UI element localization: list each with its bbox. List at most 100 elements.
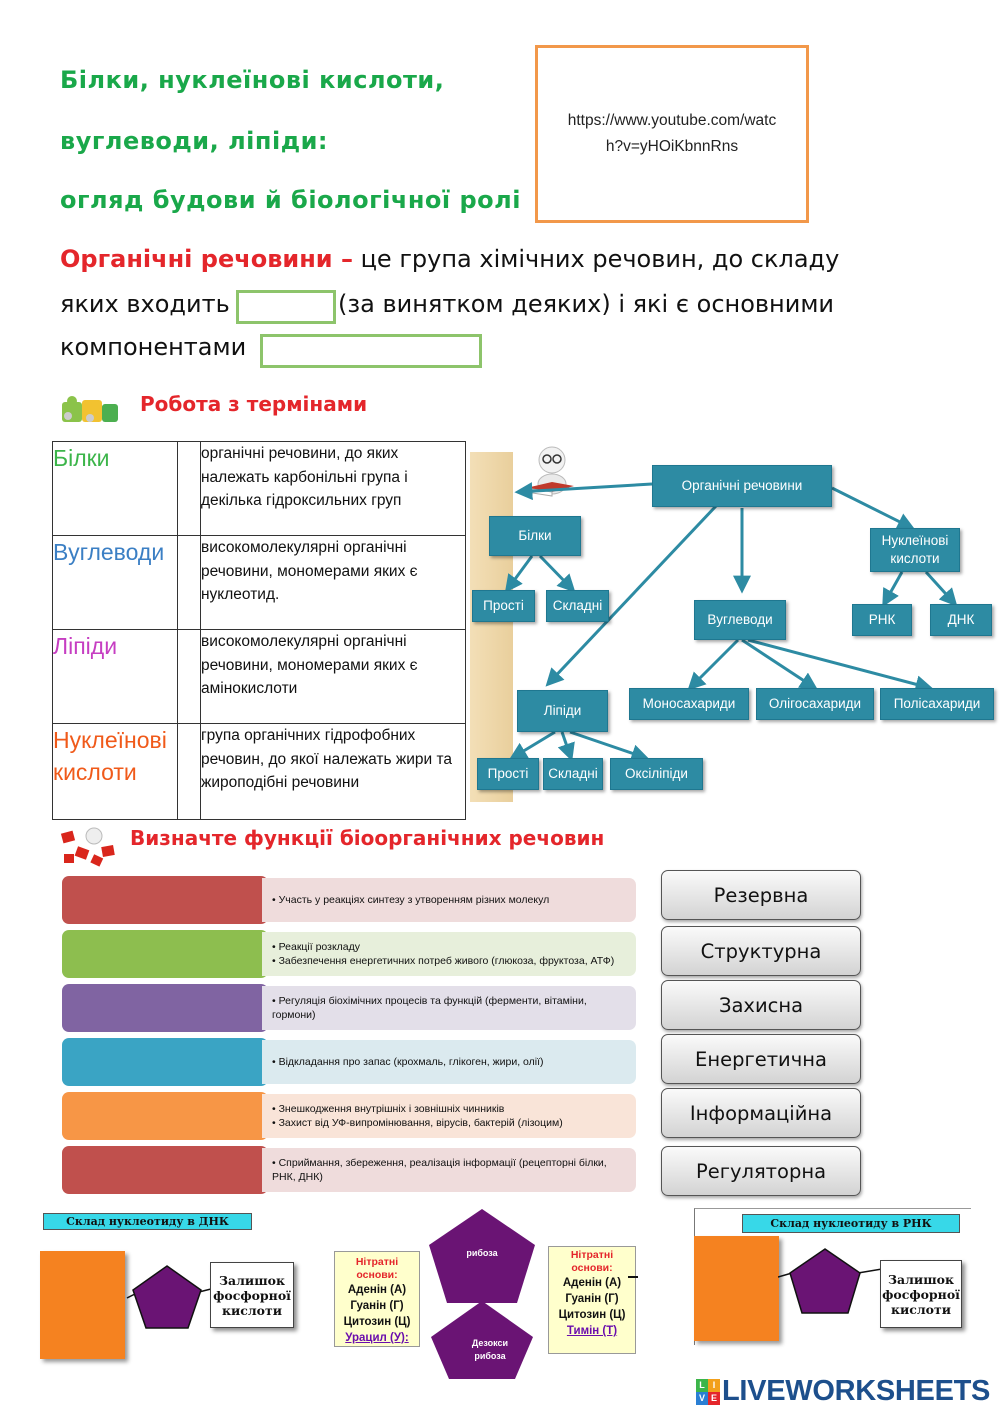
function-drop-slot[interactable]: [62, 876, 268, 924]
node-poly: Полісахариди: [880, 688, 994, 720]
bases-left-item: Гуанін (Г): [350, 1300, 404, 1312]
node-organic: Органічні речовини: [652, 465, 832, 507]
puzzle-pieces-icon: [58, 824, 120, 868]
function-bullet: • Захист від УФ-випромінювання, вірусів,…: [272, 1117, 563, 1129]
function-bullet: • Забезпечення енергетичних потреб живог…: [272, 955, 615, 967]
bases-right-special: Тимін (Т): [566, 1325, 618, 1337]
function-bullet-text: Участь у реакціях синтезу з утворенням р…: [278, 894, 550, 906]
node-oligo: Олігосахариди: [756, 688, 874, 720]
video-url-line-1: https://www.youtube.com/watc: [567, 112, 777, 129]
rna-caption: Склад нуклеотиду в РНК: [742, 1214, 960, 1233]
definition-text-2a: яких входить: [60, 290, 230, 318]
function-bullet-text: Сприймання, збереження, реалізація інфор…: [272, 1157, 607, 1183]
function-drop-slot[interactable]: [62, 1146, 268, 1194]
title-line-1: Білки, нуклеїнові кислоти,: [60, 66, 445, 94]
dna-sugar-pentagon-icon: [126, 1265, 215, 1329]
definition-term: Органічні речовини –: [60, 245, 353, 273]
answer-input-2[interactable]: [260, 334, 482, 368]
node-nucleic: Нуклеїнові кислоти: [870, 528, 960, 572]
bases-right-item: Гуанін (Г): [565, 1293, 619, 1305]
function-description: • Сприймання, збереження, реалізація інф…: [262, 1148, 636, 1192]
function-description: • Участь у реакціях синтезу з утворенням…: [262, 878, 636, 922]
rna-base-slot[interactable]: [694, 1236, 779, 1341]
node-carbs: Вуглеводи: [694, 600, 786, 640]
term-answer-slot[interactable]: [177, 441, 201, 536]
logo-letter: V: [696, 1392, 708, 1405]
definition-text-2b: (за винятком деяких) і які є основними: [338, 290, 835, 318]
function-bullet: • Реакції розкладу: [272, 941, 361, 953]
logo-letter: E: [708, 1392, 720, 1405]
term-description: високомолекулярні органічні речовини, мо…: [200, 629, 466, 724]
video-link-box[interactable]: https://www.youtube.com/watc h?v=yHOiKbn…: [535, 45, 809, 223]
function-option-button[interactable]: Захисна: [661, 980, 861, 1030]
functions-heading: Визначте функції біоорганічних речовин: [130, 826, 605, 850]
term-description: група органічних гідрофобних речовин, до…: [200, 723, 466, 820]
definition-line-1: Органічні речовини – це група хімічних р…: [60, 245, 839, 273]
bases-left-special: Урацил (У):: [345, 1332, 409, 1344]
function-option-button[interactable]: Структурна: [661, 926, 861, 976]
logo-letter: L: [696, 1379, 708, 1392]
term-name: Ліпіди: [52, 629, 178, 724]
terms-heading: Робота з термінами: [140, 392, 368, 416]
function-bullet: • Участь у реакціях синтезу з утворенням…: [272, 894, 550, 906]
connector-line: [628, 1276, 638, 1278]
dna-caption: Склад нуклеотиду в ДНК: [43, 1213, 252, 1230]
function-description: • Регуляція біохімічних процесів та функ…: [262, 986, 636, 1030]
definition-text-3: компонентами: [60, 333, 247, 361]
ribose-label: рибоза: [466, 1248, 498, 1258]
dna-base-slot[interactable]: [40, 1251, 125, 1359]
node-proteins: Білки: [489, 516, 581, 556]
title-line-2: вуглеводи, ліпіди:: [60, 127, 328, 155]
logo-letter: I: [708, 1379, 720, 1392]
function-option-button[interactable]: Резервна: [661, 870, 861, 920]
function-drop-slot[interactable]: [62, 984, 268, 1032]
function-bullet-text: Знешкодження внутрішніх і зовнішніх чинн…: [278, 1103, 505, 1115]
term-name: Нуклеїнові кислоти: [52, 723, 178, 820]
sugar-pentagons: [429, 1209, 535, 1379]
term-answer-slot[interactable]: [177, 535, 201, 630]
bases-left-item: Аденін (А): [347, 1284, 407, 1296]
node-dna: ДНК: [930, 604, 992, 636]
video-url-line-2: h?v=yHOiKbnnRns: [605, 138, 739, 155]
function-description: • Реакції розкладу • Забезпечення енергет…: [262, 932, 636, 976]
liveworksheets-logo-icon: L I V E: [696, 1379, 720, 1405]
node-protein-complex: Складні: [546, 590, 609, 622]
liveworksheets-brand: LIVEWORKSHEETS: [722, 1375, 991, 1407]
puzzle-icon: [60, 392, 122, 428]
tree-connectors: [504, 482, 958, 762]
bases-left-item: Цитозин (Ц): [343, 1316, 411, 1328]
answer-input-1[interactable]: [236, 290, 336, 324]
function-bullet-text: Забезпечення енергетичних потреб живого …: [278, 955, 615, 967]
term-answer-slot[interactable]: [177, 629, 201, 724]
title-line-3: огляд будови й біологічної ролі: [60, 186, 521, 214]
function-option-button[interactable]: Інформаційна: [661, 1088, 861, 1138]
term-name: Вуглеводи: [52, 535, 178, 630]
bases-right-head: Нітратні основи:: [570, 1249, 614, 1274]
node-lipid-simple: Прості: [477, 758, 539, 790]
definition-text-1: це група хімічних речовин, до складу: [352, 245, 840, 273]
function-bullet: • Регуляція біохімічних процесів та функ…: [272, 995, 587, 1021]
term-description: органічні речовини, до яких належать кар…: [200, 441, 466, 536]
rna-phosphate: Залишок фосфорної кислоти: [880, 1260, 962, 1328]
function-option-button[interactable]: Регуляторна: [661, 1146, 861, 1196]
function-option-button[interactable]: Енергетична: [661, 1034, 861, 1084]
function-drop-slot[interactable]: [62, 1092, 268, 1140]
function-drop-slot[interactable]: [62, 930, 268, 978]
bases-right: Нітратні основи: Аденін (А) Гуанін (Г) Ц…: [548, 1246, 636, 1354]
function-bullet-text: Захист від УФ-випромінювання, вірусів, б…: [278, 1117, 563, 1129]
function-bullet-text: Відкладання про запас (крохмаль, глікоге…: [278, 1056, 544, 1068]
bases-left-head: Нітратні основи:: [355, 1256, 399, 1281]
function-bullet: • Сприймання, збереження, реалізація інф…: [272, 1157, 607, 1183]
node-lipid-complex: Складні: [543, 758, 603, 790]
node-oxylipids: Оксіліпіди: [610, 758, 703, 790]
node-protein-simple: Прості: [472, 590, 535, 622]
function-drop-slot[interactable]: [62, 1038, 268, 1086]
node-lipids: Ліпіди: [517, 690, 608, 732]
function-bullet-text: Регуляція біохімічних процесів та функці…: [272, 995, 587, 1021]
term-answer-slot[interactable]: [177, 723, 201, 820]
